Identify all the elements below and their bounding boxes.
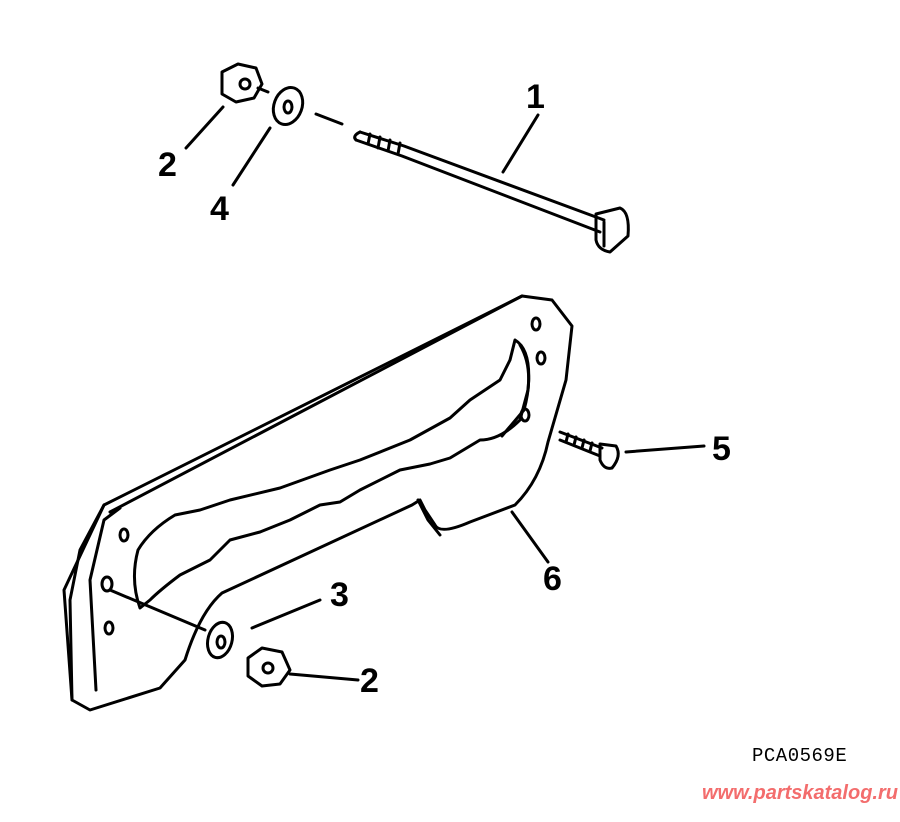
washer-icon bbox=[271, 86, 305, 126]
leader-line bbox=[314, 112, 344, 126]
leader-line bbox=[250, 598, 322, 630]
leader-line bbox=[231, 126, 272, 187]
washer-icon bbox=[206, 620, 234, 660]
leader-line bbox=[288, 672, 360, 682]
callout-2-lower: 2 bbox=[360, 662, 379, 700]
leader-line bbox=[108, 588, 207, 632]
callout-1: 1 bbox=[526, 78, 545, 116]
leader-line bbox=[624, 444, 706, 454]
watermark-link[interactable]: www.partskatalog.ru bbox=[702, 782, 898, 804]
callout-3: 3 bbox=[330, 576, 349, 614]
callout-2-upper: 2 bbox=[158, 146, 177, 184]
leader-line bbox=[184, 105, 225, 150]
figure-code: PCA0569E bbox=[752, 745, 848, 767]
leader-line bbox=[510, 510, 550, 564]
hex-nut-icon bbox=[220, 62, 270, 104]
callout-5: 5 bbox=[712, 430, 731, 468]
leader-line bbox=[501, 113, 540, 174]
callout-6: 6 bbox=[543, 560, 562, 598]
screw-icon bbox=[558, 430, 620, 470]
bolt-icon bbox=[353, 130, 630, 254]
mounting-plate-icon bbox=[62, 294, 574, 712]
hex-nut-icon bbox=[246, 646, 292, 688]
callout-4: 4 bbox=[210, 190, 229, 228]
